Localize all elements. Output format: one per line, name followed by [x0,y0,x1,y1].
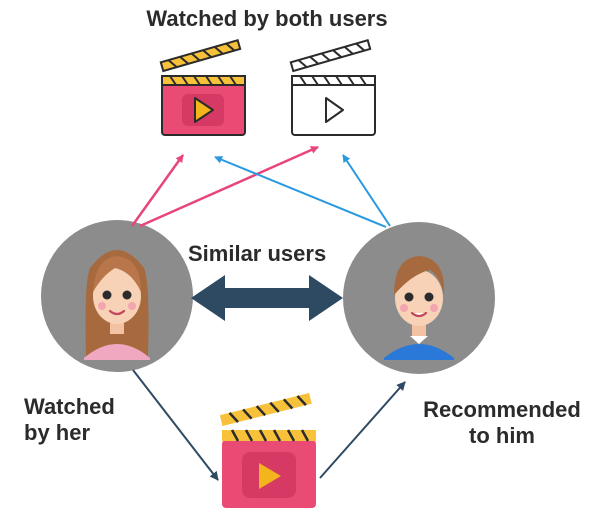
similarity-double-arrow [191,275,343,321]
her-arrow-to-colored-movie [130,154,185,227]
recommended-arrow-to-him [319,381,406,479]
recommended-line-2: to him [469,423,535,448]
her-arrow-to-recommended-movie [132,369,219,481]
similar-users-label: Similar users [188,241,327,266]
recommended-line-1: Recommended [423,397,581,422]
recommended-to-him-caption: Recommended to him [410,397,594,449]
him-arrow-to-colored-movie [214,155,387,228]
diagram-title: Watched by both users [146,6,388,31]
watched-by-her-caption: Watched by her [24,394,115,446]
watched-by-her-line-1: Watched [24,394,115,419]
clapperboard-icon-recommended [219,393,316,508]
avatar-him [343,222,495,374]
watched-by-her-line-2: by her [24,420,91,445]
her-arrow-to-outline-movie [139,145,319,228]
him-arrow-to-outline-movie [342,154,391,227]
clapperboard-icon-watched-colored [159,39,246,136]
avatar-her [41,220,193,372]
clapperboard-icon-watched-outline [289,39,376,136]
